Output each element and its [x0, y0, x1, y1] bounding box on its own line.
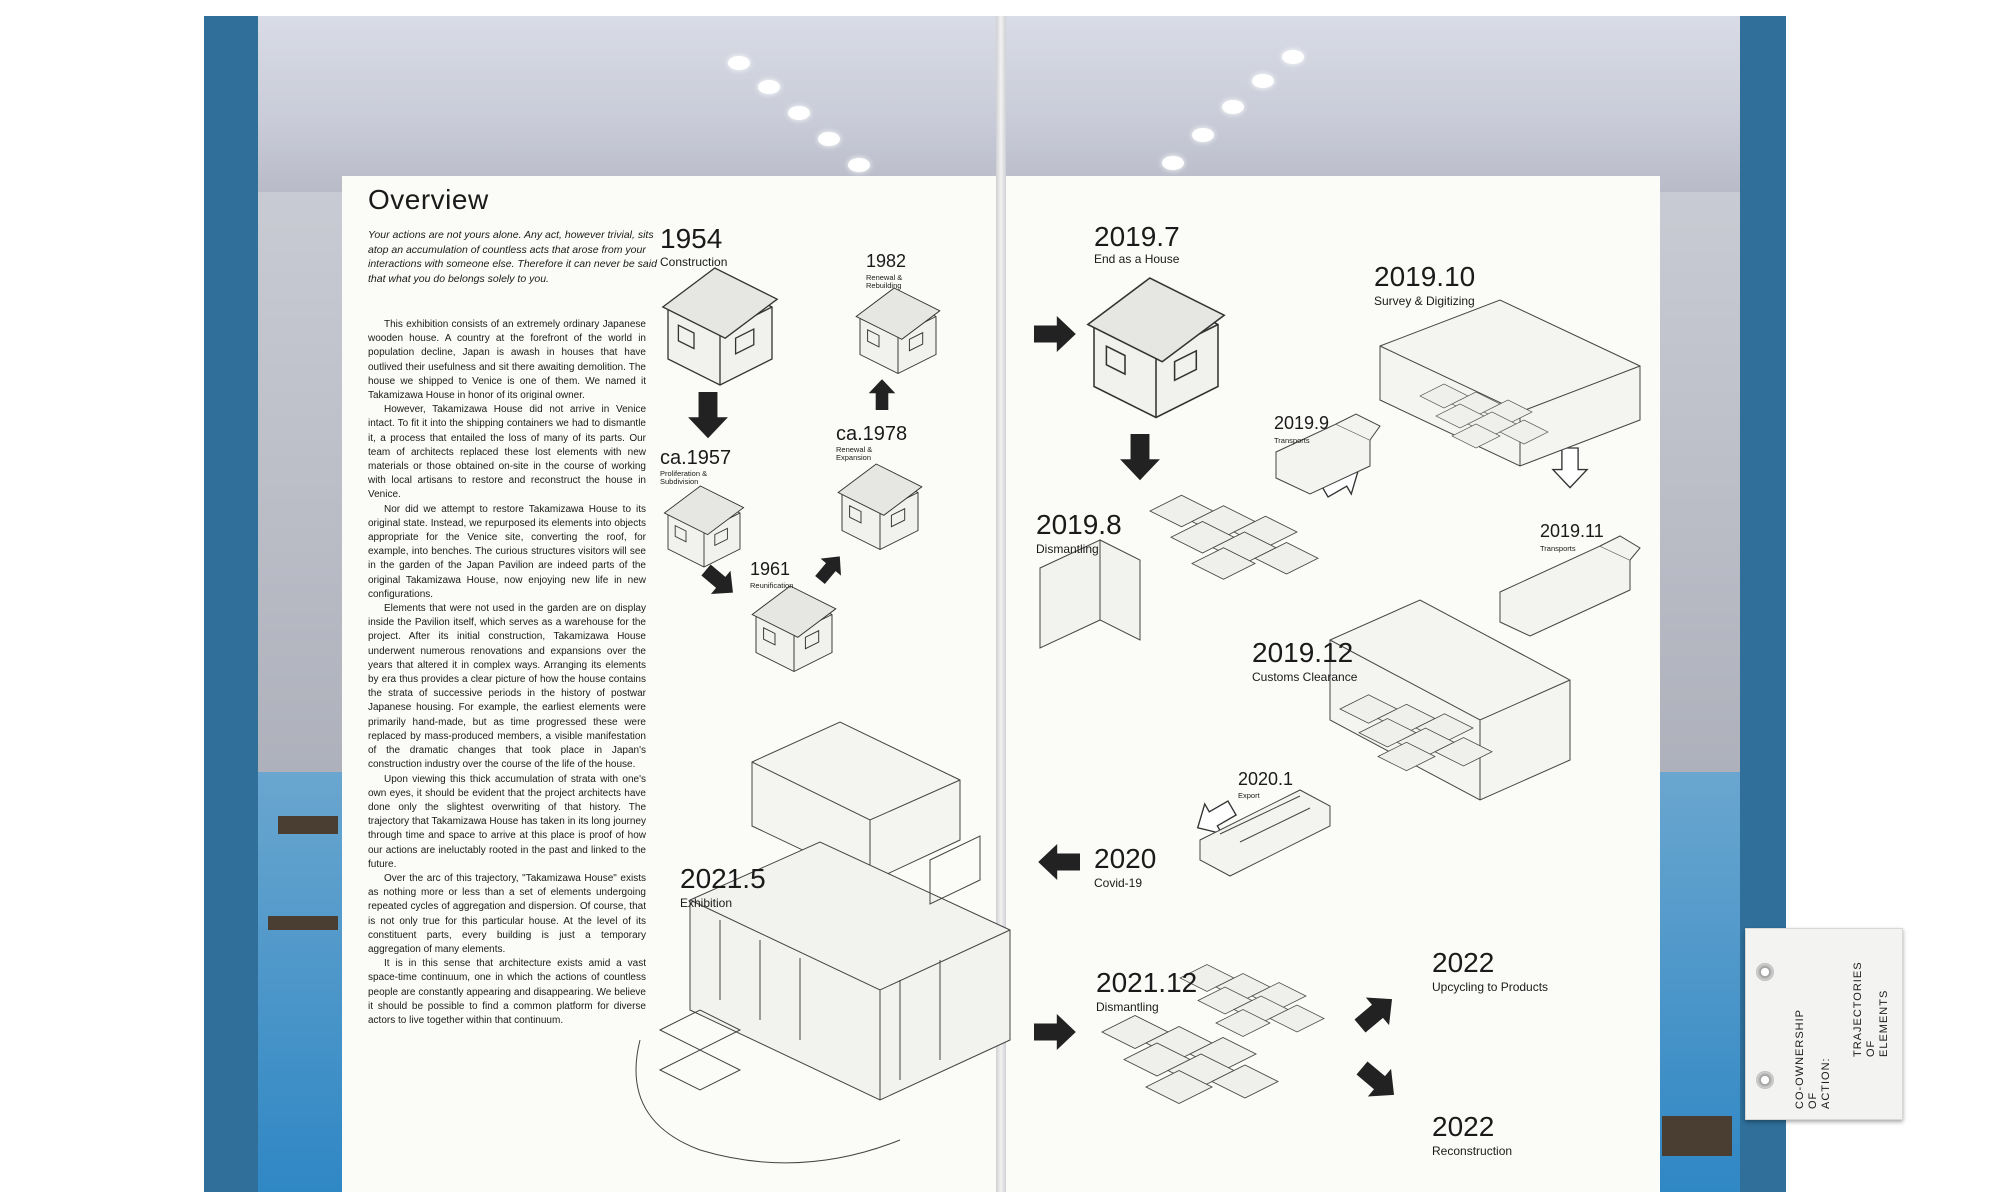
book-cover-left [204, 16, 262, 1192]
truck-2019-11-illustration [1499, 535, 1641, 637]
label-transports: Transports [1540, 544, 1576, 553]
label-upcycling: Upcycling to Products [1432, 980, 1549, 994]
label-dismantling: Dismantling [1036, 542, 1099, 556]
parts-illustration [1149, 494, 1319, 580]
year-1957: ca.1957 [660, 447, 732, 469]
label-exhibition: Exhibition [680, 896, 733, 910]
tag-text-trajectories: TRAJECTORIES OF ELEMENTS [1852, 961, 1890, 1057]
customs-2019-12-illustration [1329, 599, 1571, 801]
year-2019-12: 2019.12 [1252, 637, 1354, 668]
arrow-down-icon [688, 392, 728, 439]
body-paragraph: Elements that were not used in the garde… [368, 603, 646, 771]
label-construction: Construction [660, 255, 728, 269]
house-1982-illustration [855, 287, 941, 374]
body-paragraph: Nor did we attempt to restore Takamizawa… [368, 503, 646, 600]
label-dismantling: Dismantling [1096, 1000, 1159, 1014]
year-1982: 1982 [866, 251, 907, 271]
house-1954-illustration [662, 267, 778, 386]
grommet-icon [1756, 1071, 1774, 1089]
book-spine [996, 16, 1006, 1192]
arrow-outline-icon [1552, 447, 1588, 489]
arrow-down-icon [1120, 434, 1160, 481]
label-renewal-rebuilding: Renewal & Rebuilding [866, 273, 903, 290]
body-paragraph: It is in this sense that architecture ex… [368, 958, 646, 1026]
grommet-icon [1756, 963, 1774, 981]
label-reunification: Reunification [750, 581, 794, 590]
year-2022-reconstruction: 2022 [1432, 1111, 1495, 1142]
dismantling-2019-8-illustration [1039, 539, 1141, 649]
ship-2020-1-illustration [1199, 789, 1331, 877]
intro-quote: Your actions are not yours alone. Any ac… [368, 229, 657, 285]
year-1954: 1954 [660, 223, 723, 254]
year-2020: 2020 [1094, 843, 1157, 874]
year-2021-12: 2021.12 [1096, 967, 1198, 998]
page-title: Overview [368, 184, 489, 215]
label-end-as-house: End as a House [1094, 252, 1180, 266]
year-2021-5: 2021.5 [680, 863, 766, 894]
arrow-up-icon [868, 379, 896, 410]
survey-2019-10-illustration [1379, 299, 1641, 467]
label-transports: Transports [1274, 436, 1310, 445]
truck-2019-9-illustration [1275, 413, 1381, 495]
body-text: This exhibition consists of an extremely… [368, 318, 646, 1028]
exhibition-illustration [635, 721, 1011, 1164]
tag-text-co-ownership: CO-OWNERSHIP OF ACTION: [1794, 1009, 1832, 1109]
arrow-diagonal-icon [1348, 985, 1404, 1040]
body-paragraph: Upon viewing this thick accumulation of … [368, 773, 646, 870]
house-1957-illustration [663, 485, 745, 568]
year-2019-11: 2019.11 [1540, 521, 1604, 541]
house-1978-illustration [837, 463, 923, 550]
year-2020-1: 2020.1 [1238, 769, 1294, 789]
label-reconstruction: Reconstruction [1432, 1144, 1513, 1158]
body-paragraph: Over the arc of this trajectory, "Takami… [368, 872, 646, 955]
arrow-right-icon [1034, 315, 1076, 353]
year-2022-upcycling: 2022 [1432, 947, 1495, 978]
parts-illustration [1179, 964, 1325, 1037]
label-proliferation: Proliferation & Subdivision [660, 469, 708, 486]
label-survey: Survey & Digitizing [1374, 294, 1475, 308]
body-paragraph: This exhibition consists of an extremely… [368, 319, 646, 402]
label-customs: Customs Clearance [1252, 670, 1358, 684]
label-export: Export [1238, 791, 1260, 800]
year-2019-9: 2019.9 [1274, 413, 1330, 433]
arrow-right-icon [1034, 1013, 1076, 1051]
arrow-diagonal-icon [1350, 1054, 1406, 1109]
body-paragraph: However, Takamizawa House did not arrive… [368, 404, 646, 501]
house-2019-7-illustration [1087, 277, 1225, 419]
year-2019-7: 2019.7 [1094, 221, 1180, 252]
year-1961: 1961 [750, 559, 791, 579]
year-1978: ca.1978 [836, 423, 908, 445]
arrow-left-icon [1038, 843, 1080, 881]
bookmark-tag: CO-OWNERSHIP OF ACTION: TRAJECTORIES OF … [1745, 928, 1903, 1120]
label-covid: Covid-19 [1094, 876, 1143, 890]
year-2019-8: 2019.8 [1036, 509, 1122, 540]
house-1961-illustration [751, 585, 837, 672]
year-2019-10: 2019.10 [1374, 261, 1476, 292]
label-renewal-expansion: Renewal & Expansion [836, 445, 873, 462]
